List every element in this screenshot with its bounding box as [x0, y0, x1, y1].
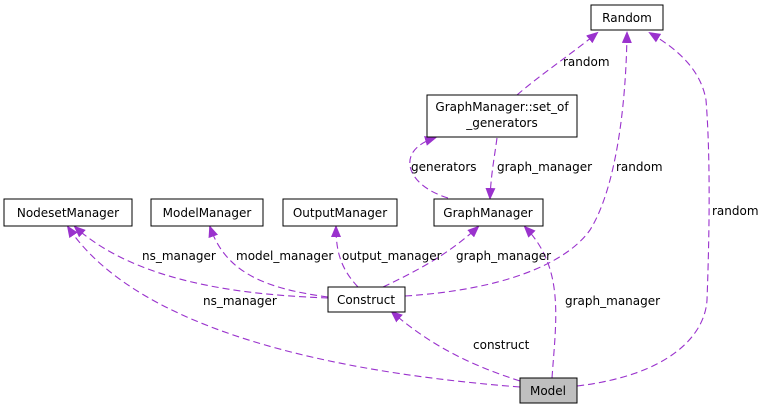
edge-model-to-graphmanager [523, 225, 557, 379]
node-construct-label: Construct [337, 293, 395, 307]
edge-label-random-construct: random [616, 160, 663, 174]
node-model-manager-label: ModelManager [163, 206, 252, 220]
edge-label-construct-model: construct [473, 338, 530, 352]
node-model[interactable]: Model [519, 377, 578, 404]
edge-construct-to-random [404, 31, 632, 297]
edge-label-model-manager: model_manager [236, 249, 333, 263]
node-graph-manager[interactable]: GraphManager [433, 198, 544, 227]
node-nodeset-manager-label: NodesetManager [17, 206, 119, 220]
edge-label-random-model: random [712, 204, 759, 218]
edge-model-to-nodesetmanager [66, 225, 521, 388]
edge-setgen-to-graphmanager [485, 137, 498, 200]
edge-construct-to-outputmanager [331, 225, 359, 288]
edge-construct-to-nodesetmanager [73, 225, 329, 299]
edge-label-generators: generators [411, 160, 477, 174]
node-random[interactable]: Random [590, 4, 664, 31]
edge-model-to-construct [390, 310, 521, 382]
node-set-of-generators-label-line1: GraphManager::set_of [435, 100, 569, 114]
edge-construct-to-graphmanager [382, 225, 480, 288]
edge-label-graph-manager-construct: graph_manager [456, 249, 551, 263]
node-random-label: Random [602, 11, 652, 25]
node-nodeset-manager[interactable]: NodesetManager [3, 198, 133, 227]
node-set-of-generators-label-line2: _generators [465, 116, 538, 130]
edge-setgen-to-random [516, 31, 599, 96]
node-output-manager[interactable]: OutputManager [282, 198, 398, 227]
node-model-manager[interactable]: ModelManager [150, 198, 264, 227]
node-set-of-generators[interactable]: GraphManager::set_of _generators [426, 94, 578, 138]
edge-graphmanager-to-setgen [409, 136, 449, 199]
edge-label-graph-manager-setgen: graph_manager [497, 160, 592, 174]
node-output-manager-label: OutputManager [293, 206, 387, 220]
edge-label-ns-manager-model: ns_manager [203, 294, 277, 308]
node-model-label: Model [530, 384, 566, 398]
edge-model-to-random [576, 31, 710, 387]
edge-construct-to-modelmanager [208, 225, 329, 298]
edge-label-graph-manager-model: graph_manager [565, 294, 660, 308]
node-graph-manager-label: GraphManager [443, 206, 532, 220]
edge-label-output-manager: output_manager [342, 249, 442, 263]
edge-label-random-setgen: random [563, 55, 610, 69]
edge-label-ns-manager-construct: ns_manager [142, 249, 216, 263]
node-construct[interactable]: Construct [327, 286, 406, 313]
